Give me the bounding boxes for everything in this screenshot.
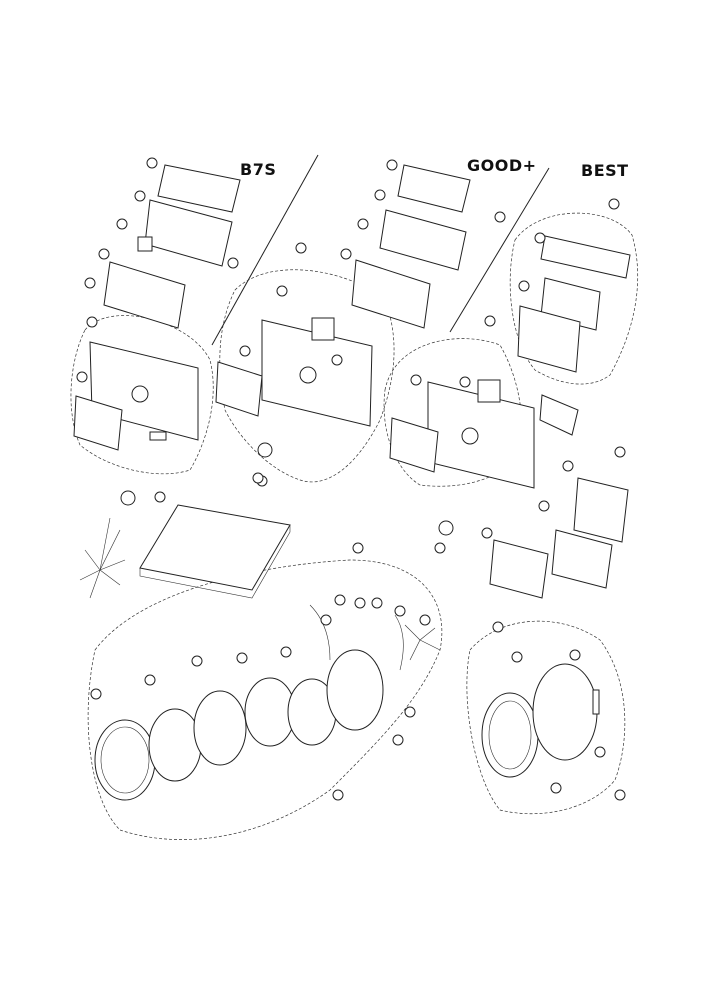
top-plate <box>139 504 291 591</box>
knob-b7s-loose <box>120 490 136 506</box>
touch-pcb-best <box>573 477 629 543</box>
main-pcb-good <box>379 209 467 271</box>
best-door-hinge <box>592 689 600 715</box>
button-set-b7s <box>149 431 167 441</box>
detergent-drawer-b7s <box>73 395 123 451</box>
bracket-best <box>539 394 579 436</box>
door-hinge <box>309 604 331 661</box>
knob-b7s-small <box>137 236 153 252</box>
knob-module-good <box>311 317 335 341</box>
group-outline-good-panel <box>219 269 395 483</box>
display-pcb-good <box>351 259 431 329</box>
header-good-plus: GOOD+ <box>467 156 537 175</box>
pcb-cover-best <box>540 235 631 279</box>
pcb-cover-b7s <box>157 164 241 213</box>
door-frame-inner <box>326 649 384 731</box>
display-pcb-b7s <box>103 261 186 329</box>
door-latch <box>394 614 404 671</box>
detergent-drawer-best <box>389 417 439 473</box>
door-outer-ring <box>94 719 156 801</box>
top-plate-edge <box>139 525 291 599</box>
group-outline-door <box>87 559 443 841</box>
door-frame-outer <box>193 690 247 766</box>
inverter-pcb <box>489 539 549 599</box>
best-door-outer-ring-inner-edge <box>488 700 532 770</box>
knob-best-loose <box>438 520 454 536</box>
control-panel-good <box>261 319 373 427</box>
group-outline-best-door <box>466 620 626 815</box>
knob-ring-good <box>299 366 317 384</box>
knob-ring-b7s <box>131 385 149 403</box>
door-glass-outer <box>148 708 202 782</box>
main-pcb-b7s <box>144 199 233 267</box>
wire-harness-fan <box>79 517 126 599</box>
header-best: BEST <box>581 161 629 180</box>
knob-good-loose <box>257 442 273 458</box>
best-door-frame <box>532 663 598 761</box>
screw-fan-door <box>404 624 441 661</box>
knob-module-best <box>477 379 501 403</box>
divider-line-left <box>211 154 319 346</box>
main-pcb-best <box>551 529 613 589</box>
detergent-drawer-good <box>215 361 263 417</box>
best-door-outer-ring <box>481 692 539 778</box>
pcb-cover-good <box>397 164 471 213</box>
display-frame-best <box>517 305 581 373</box>
divider-line-right <box>449 167 550 333</box>
group-outline-best-pcb <box>509 212 639 385</box>
door-outer-ring-inner-edge <box>100 726 150 794</box>
header-b7s: B7S <box>240 160 277 179</box>
part-callouts <box>76 157 626 801</box>
knob-ring-best <box>461 427 479 445</box>
